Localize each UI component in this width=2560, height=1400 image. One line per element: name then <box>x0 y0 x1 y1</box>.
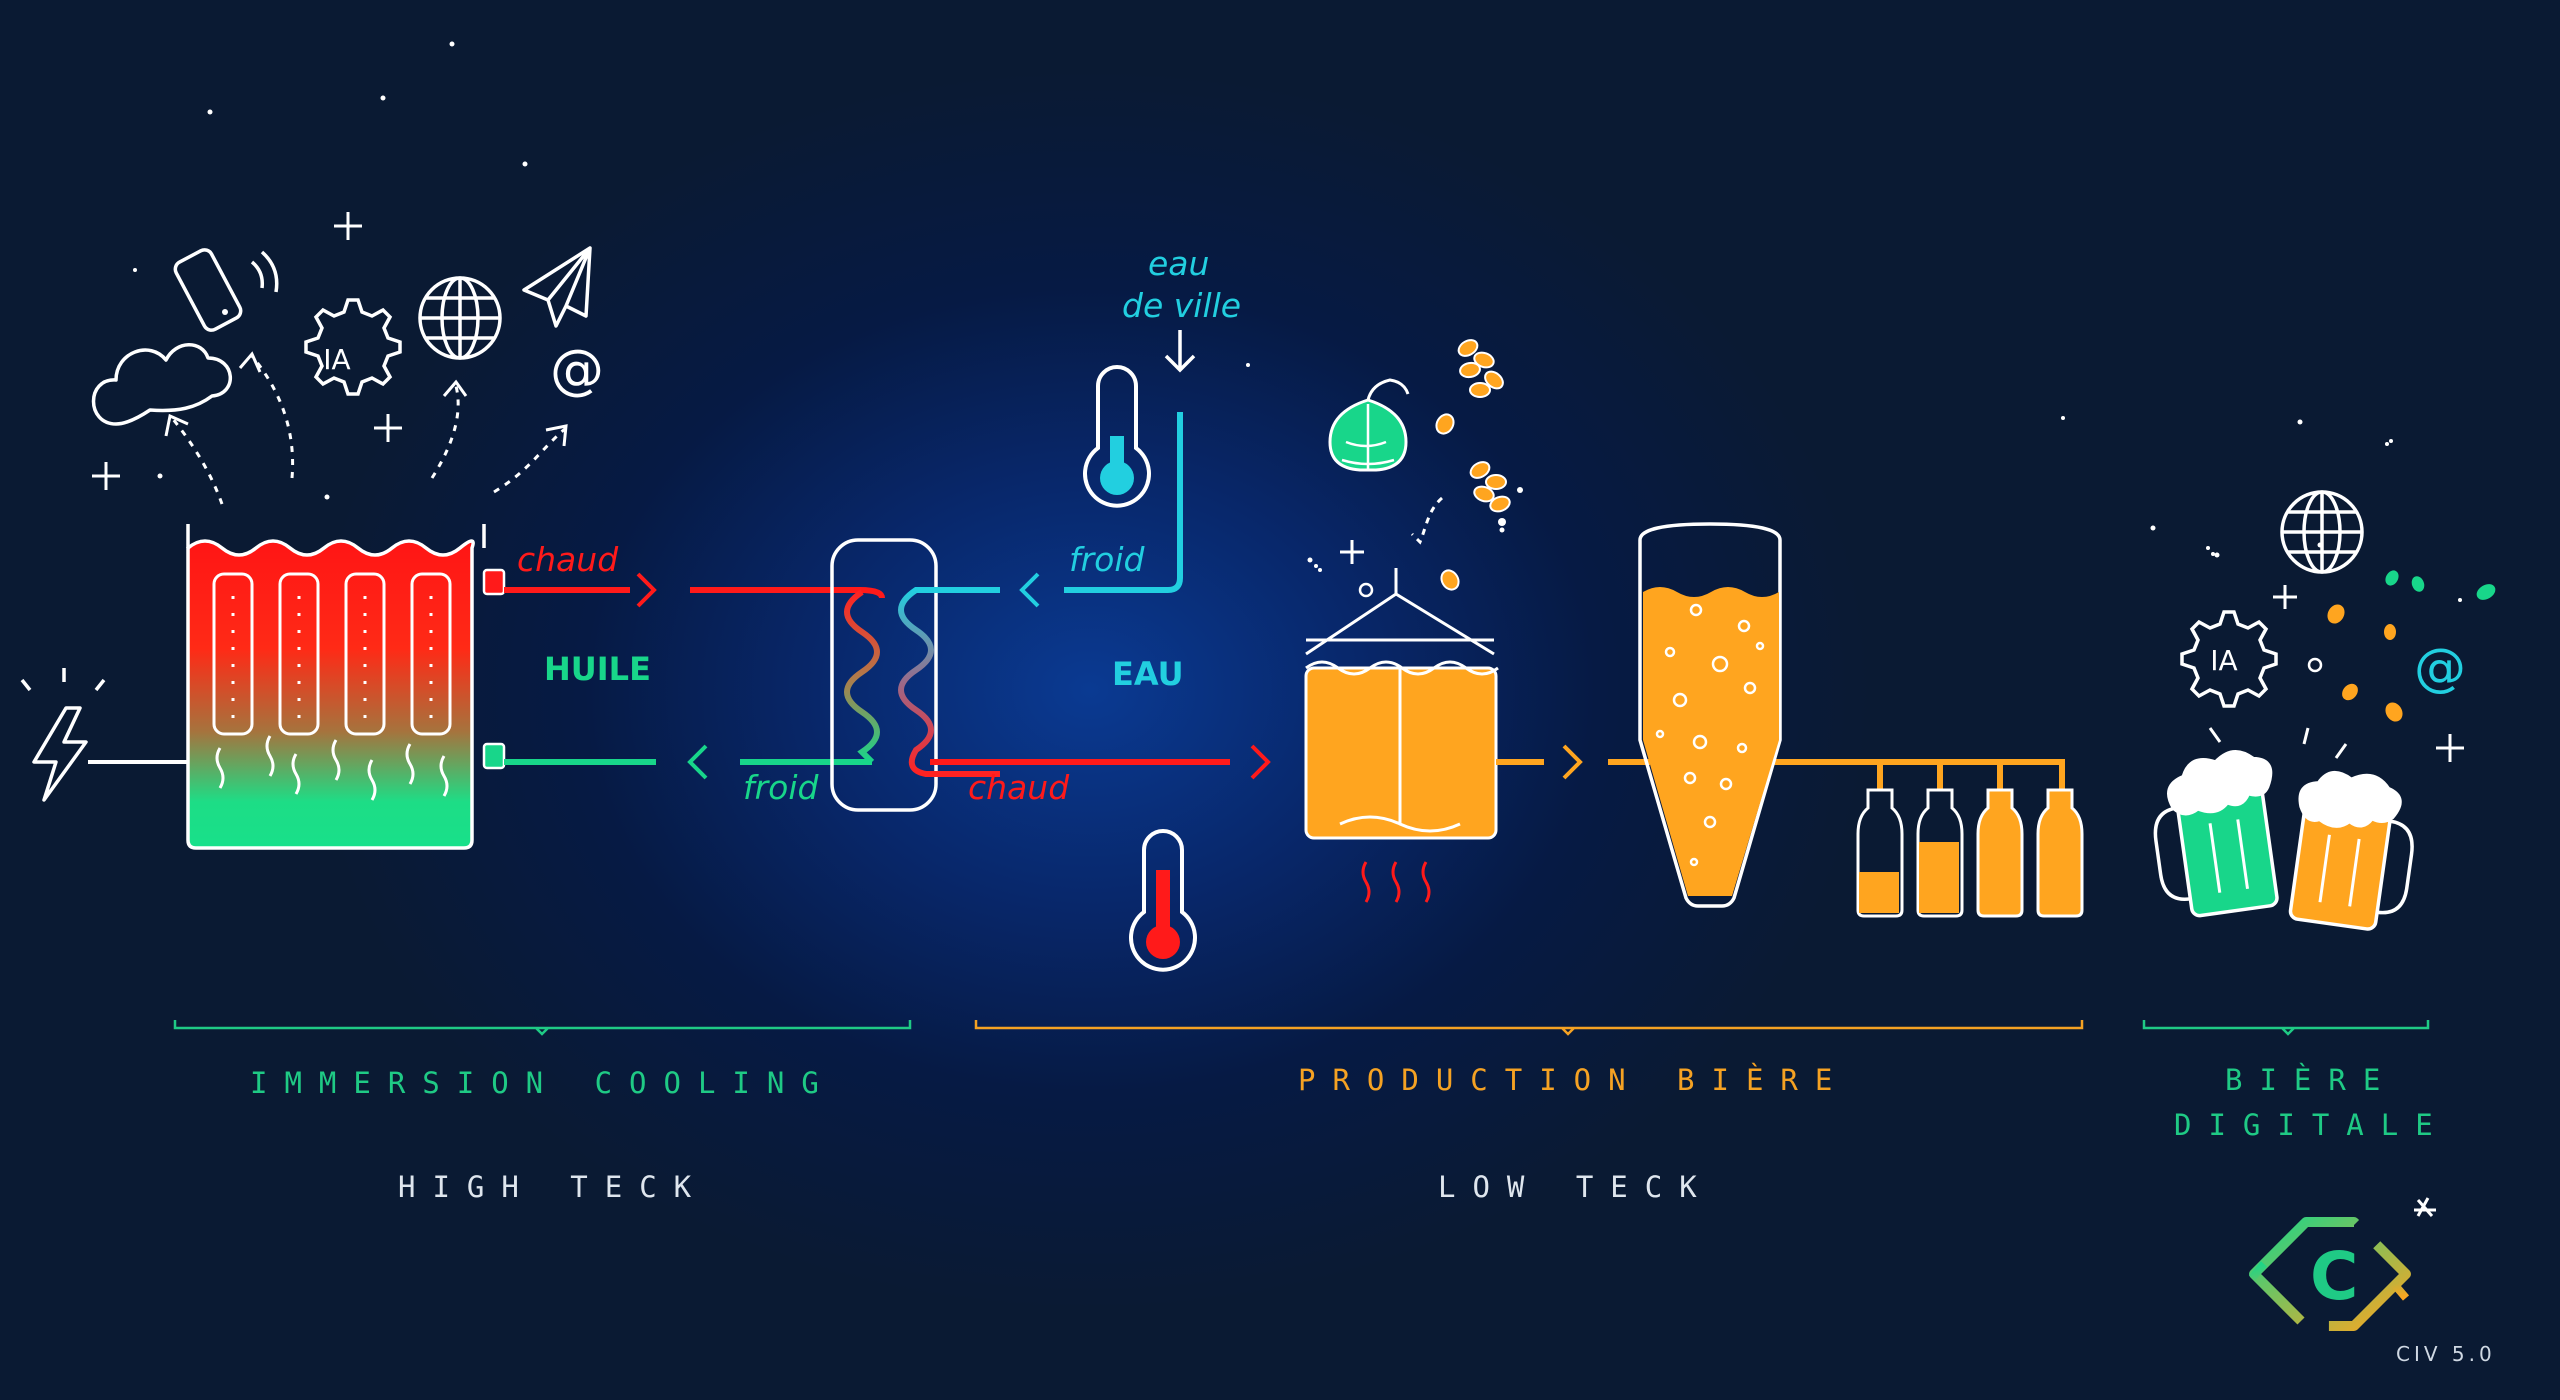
ia-gear-icon <box>304 298 402 396</box>
bottle-icon <box>1856 788 2084 918</box>
section-brackets <box>173 1020 2430 1036</box>
logo-name: CIV 5.0 <box>2396 1342 2496 1366</box>
cloud-icon <box>91 343 232 426</box>
at-icon: @ <box>2414 638 2466 698</box>
heat-exchanger <box>830 538 1000 812</box>
beer-pipe <box>1496 744 2065 790</box>
section-immersion-cooling: IMMERSION COOLING <box>250 1066 836 1100</box>
water-hot-label: chaud <box>968 768 1070 807</box>
at-icon: @ <box>550 338 604 401</box>
oil-cold-pipe <box>504 744 872 780</box>
dashed-arrows <box>170 355 567 505</box>
thermometer-cold-icon <box>1083 365 1151 508</box>
oil-hot-label: chaud <box>517 540 619 579</box>
hops-icon <box>1328 339 1523 598</box>
low-teck-label: LOW TECK <box>1438 1170 1714 1204</box>
confetti <box>2206 546 2496 759</box>
sparkle-icons <box>92 212 2464 762</box>
section-biere-digitale-1: BIÈRE <box>2225 1063 2398 1097</box>
background-stars <box>133 41 2462 602</box>
oil-cold-label: froid <box>743 768 819 807</box>
high-teck-label: HIGH TECK <box>398 1170 709 1204</box>
water-cold-pipe <box>936 412 1183 608</box>
water-hot-pipe <box>930 744 1271 780</box>
immersion-tank <box>186 524 506 850</box>
paper-plane-icon <box>522 246 592 328</box>
water-label: EAU <box>1112 655 1184 693</box>
water-inlet-arrow <box>1164 330 1196 373</box>
oil-label: HUILE <box>544 650 651 688</box>
fermenter-tank <box>1638 522 1782 908</box>
phone-icon <box>173 248 279 332</box>
ia-text: IA <box>2210 644 2237 677</box>
arrow-heads <box>164 351 568 447</box>
lightning-icon <box>20 668 106 802</box>
server-blades <box>212 572 452 801</box>
ia-text: IA <box>323 343 350 376</box>
water-inlet-label-1: eau <box>1148 244 1210 283</box>
section-production-biere: PRODUCTION BIÈRE <box>1298 1063 1850 1097</box>
globe-icon <box>418 276 502 360</box>
ia-gear-icon <box>2180 610 2278 708</box>
brew-kettle <box>1304 568 1499 903</box>
beer-mug-icon <box>2153 750 2414 931</box>
water-cold-label: froid <box>1069 540 1145 579</box>
water-inlet-label-2: de ville <box>1122 286 1242 325</box>
logo-letter: C <box>2310 1238 2359 1315</box>
svg-text:@: @ <box>550 338 604 401</box>
thermometer-hot-icon <box>1129 829 1197 972</box>
section-biere-digitale-2: DIGITALE <box>2174 1108 2450 1142</box>
globe-icon <box>2280 490 2364 574</box>
civ-logo-icon <box>2248 1197 2436 1331</box>
